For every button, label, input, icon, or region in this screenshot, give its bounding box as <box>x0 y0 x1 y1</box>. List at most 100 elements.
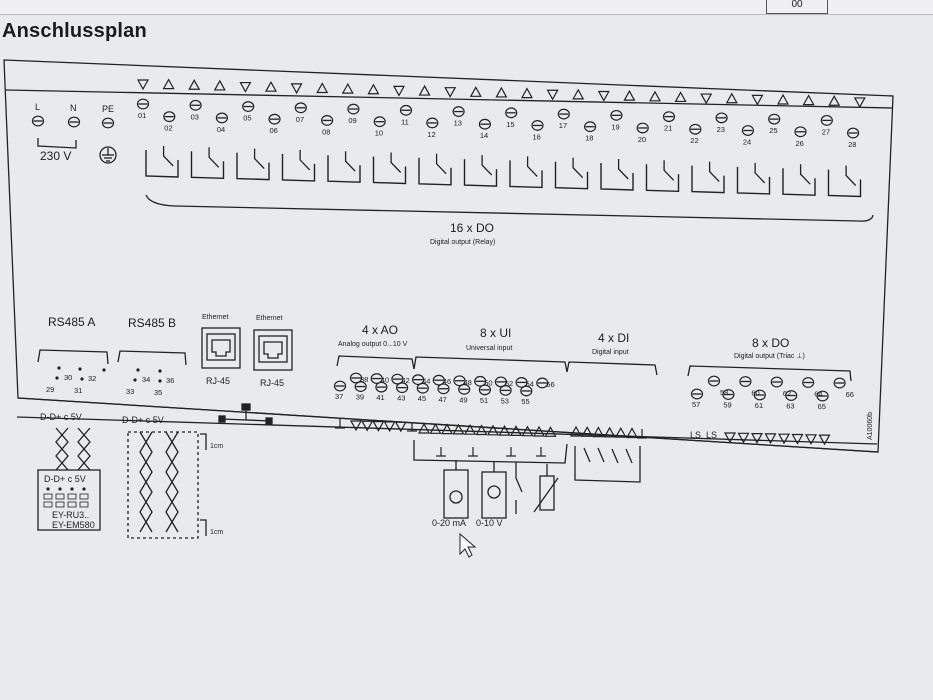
io-terminal-screw <box>375 381 388 393</box>
terminal-symbol <box>367 83 380 95</box>
relay-terminal-label: 11 <box>401 117 409 126</box>
relay-terminal-screw <box>715 112 728 124</box>
relay-terminal-screw <box>636 122 649 134</box>
io-terminal-label: 49 <box>459 395 467 404</box>
relay-terminal-label: 19 <box>611 122 619 131</box>
io-terminal-label: 51 <box>480 396 488 405</box>
relay-terminal-screw <box>557 108 570 120</box>
ground-symbol-icon <box>407 422 417 432</box>
terminal-symbol <box>394 421 407 433</box>
power-terminal-N <box>67 116 81 128</box>
relay-terminal-screw <box>689 123 702 135</box>
io-terminal-screw <box>536 377 549 389</box>
terminal-symbol <box>520 87 534 99</box>
power-label-L: L <box>35 102 40 112</box>
io-terminal-label: 55 <box>521 397 529 406</box>
terminal-symbol <box>417 422 431 434</box>
terminal-symbol <box>136 79 150 91</box>
terminal-symbol <box>469 86 482 97</box>
terminal-symbol <box>452 423 465 435</box>
rs485-a-term-30: 30 <box>64 373 72 382</box>
rs485-b-bus-label: D-D+ c 5V <box>122 415 164 425</box>
ui-resistor-icon <box>533 464 559 513</box>
rs485-b-term-36: 36 <box>166 376 174 385</box>
io-terminal-screw <box>515 377 528 388</box>
relay-terminal-screw <box>399 104 413 116</box>
triac-terminal-label: 59 <box>723 401 731 410</box>
io-terminal-screw <box>520 385 533 397</box>
terminal-symbol <box>750 433 764 444</box>
io-terminal-screw <box>391 373 404 385</box>
ao-group-title: 4 x AO <box>362 323 398 337</box>
terminal-symbol <box>290 83 303 95</box>
io-terminal-screw <box>396 382 409 394</box>
di-group-title: 4 x DI <box>598 331 629 345</box>
io-terminal-screw <box>474 375 487 387</box>
relay-terminal-screw <box>741 125 755 136</box>
triac-terminal-screw <box>816 390 829 402</box>
io-terminal-screw <box>412 374 425 386</box>
ground-symbol-icon <box>506 447 516 457</box>
io-terminal-label: 40 <box>381 376 389 385</box>
terminal-symbol <box>418 84 431 96</box>
terminal-symbol <box>572 88 585 100</box>
relay-terminal-label: 28 <box>848 140 856 149</box>
io-terminal-label: 52 <box>505 379 513 388</box>
triac-terminal-label: 62 <box>783 389 791 398</box>
relay-terminal-screw <box>215 112 228 124</box>
terminal-symbol <box>614 426 627 438</box>
relay-terminal-label: 24 <box>743 137 751 146</box>
terminal-symbol <box>440 423 454 435</box>
rj45-2-label: RJ-45 <box>260 378 284 388</box>
relay-terminal-label: 12 <box>427 130 435 139</box>
relay-terminal-label: 26 <box>796 139 804 148</box>
io-terminal-label: 50 <box>484 378 492 387</box>
terminal-symbol <box>372 421 385 432</box>
relay-terminal-label: 27 <box>822 127 830 136</box>
di-group-subtitle: Digital input <box>592 349 629 356</box>
io-terminal-label: 47 <box>439 395 447 404</box>
relay-terminal-label: 15 <box>506 120 514 129</box>
cable-note-2: 1cm <box>210 529 223 536</box>
io-terminal-label: 37 <box>335 392 343 401</box>
relay-terminal-screw <box>373 116 386 128</box>
triac-terminal-label: 61 <box>755 401 763 410</box>
rs485-a-title: RS485 A <box>48 315 95 329</box>
relay-terminal-label: 10 <box>375 129 383 138</box>
side-code: A10060b <box>867 412 874 440</box>
rs485-a-twisted-pair <box>37 427 101 531</box>
terminal-symbol <box>737 432 750 444</box>
ground-symbol-icon <box>468 447 478 457</box>
relay-terminal-label: 08 <box>322 127 330 136</box>
terminal-symbol <box>475 424 488 436</box>
relay-terminal-label: 13 <box>454 119 462 128</box>
ground-symbol-icon <box>637 429 647 439</box>
cable-note-1: 1cm <box>210 443 223 450</box>
terminal-symbol <box>674 91 687 103</box>
terminal-symbol <box>700 93 713 105</box>
ui-group-subtitle: Universal input <box>466 345 512 352</box>
relay-terminal-label: 02 <box>164 124 172 133</box>
relay-terminal-label: 07 <box>296 115 304 124</box>
rj45-port-2-icon <box>253 329 293 371</box>
relay-terminal-screw <box>505 107 518 119</box>
relay-terminals: 0102030405060708091011121314151617181920… <box>31 98 860 149</box>
terminal-symbol <box>625 427 639 439</box>
mouse-cursor-icon <box>459 532 477 558</box>
triac-terminal-screw <box>739 376 752 387</box>
relay-terminal-label: 23 <box>717 125 725 134</box>
power-label-N: N <box>70 103 77 113</box>
io-terminal-label: 44 <box>422 377 430 386</box>
power-voltage: 230 V <box>40 149 71 163</box>
page-title: Anschlussplan <box>2 20 147 42</box>
io-terminal-screw <box>333 380 347 392</box>
terminal-symbol <box>463 423 477 435</box>
ground-symbol-icon <box>335 419 345 429</box>
rs485-a-bus-label: D-D+ c 5V <box>40 412 82 422</box>
relay-terminal-label: 20 <box>638 135 646 144</box>
io-terminal-screw <box>354 381 367 392</box>
triac-terminal-screw <box>707 375 721 387</box>
terminal-symbol <box>597 90 610 102</box>
relay-group-bracket <box>145 194 874 222</box>
triac-terminal-screw <box>753 389 766 401</box>
